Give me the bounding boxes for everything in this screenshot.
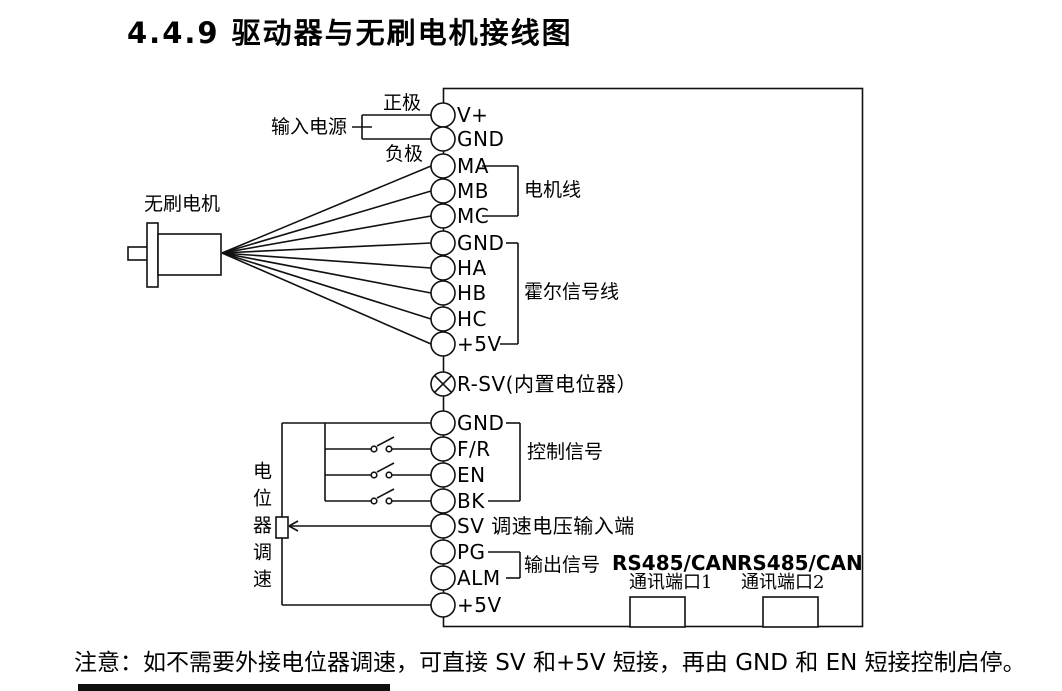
terminal-label-ma: MA [457,154,489,178]
driver-box [442,87,864,628]
potentiometer-label: 电位器调速 [250,461,272,596]
page-edge-artifact [78,684,390,691]
motor-label: 无刷电机 [144,193,221,215]
terminal-label-5v1: +5V [457,332,502,356]
hall-wire-bracket [500,242,519,345]
terminal-label-en: EN [457,463,486,487]
output-bracket [488,551,521,579]
terminal-label-vplus: V+ [457,103,489,127]
switch-contact [370,471,378,479]
comm-port1-title: RS485/CAN [612,551,738,575]
terminal-label-5v2: +5V [457,593,502,617]
terminal-label-ha: HA [457,256,487,280]
terminal-circles [430,102,456,618]
control-signal-label: 控制信号 [527,441,604,463]
motor-wires-label: 电机线 [524,179,582,201]
terminal-label-pg: PG [457,540,486,564]
output-signal-label: 输出信号 [524,554,601,576]
switch-contact [385,497,393,505]
terminal-label-mc: MC [457,204,490,228]
comm-port2-connector [762,596,819,628]
terminal-label-rsv: R-SV(内置电位器） [457,372,637,396]
positive-pole-label: 正极 [383,92,422,114]
terminal-label-mb: MB [457,179,489,203]
section-title: 4.4.9 驱动器与无刷电机接线图 [127,16,573,50]
terminal-label-bk: BK [457,489,485,513]
comm-port2-sub: 通讯端口2 [741,572,825,593]
potentiometer-symbol [275,423,431,606]
comm-port1-connector [629,596,686,628]
motor-wire-bracket [482,165,519,217]
motor-fanout-wires [221,165,432,345]
switch-contact [370,445,378,453]
input-power-symbol [352,114,431,140]
motor-shaft [127,246,149,261]
terminal-label-gnd3: GND [457,411,505,435]
motor-symbol [127,222,222,288]
terminal-label-sv: SV 调速电压输入端 [457,514,635,538]
control-wiring [282,422,431,505]
motor-body [157,233,222,276]
terminal-label-alm: ALM [457,566,501,590]
comm-port2-title: RS485/CAN [737,551,863,575]
switch-contact [370,497,378,505]
terminal-label-fr: F/R [457,437,491,461]
rsv-cross-line [434,375,452,393]
terminal-label-hb: HB [457,281,487,305]
switch-contact [385,445,393,453]
terminal-label-gnd2: GND [457,231,505,255]
footnote: 注意：如不需要外接电位器调速，可直接 SV 和+5V 短接，再由 GND 和 E… [74,650,1026,676]
hall-wires-label: 霍尔信号线 [524,281,620,303]
switch-contact [385,471,393,479]
control-bracket [488,422,521,502]
terminal-label-hc: HC [457,307,488,331]
terminal-label-gnd1: GND [457,127,505,151]
negative-pole-label: 负极 [385,143,424,165]
input-power-label: 输入电源 [271,116,348,138]
comm-port1-sub: 通讯端口1 [629,572,713,593]
motor-flange [146,222,159,288]
